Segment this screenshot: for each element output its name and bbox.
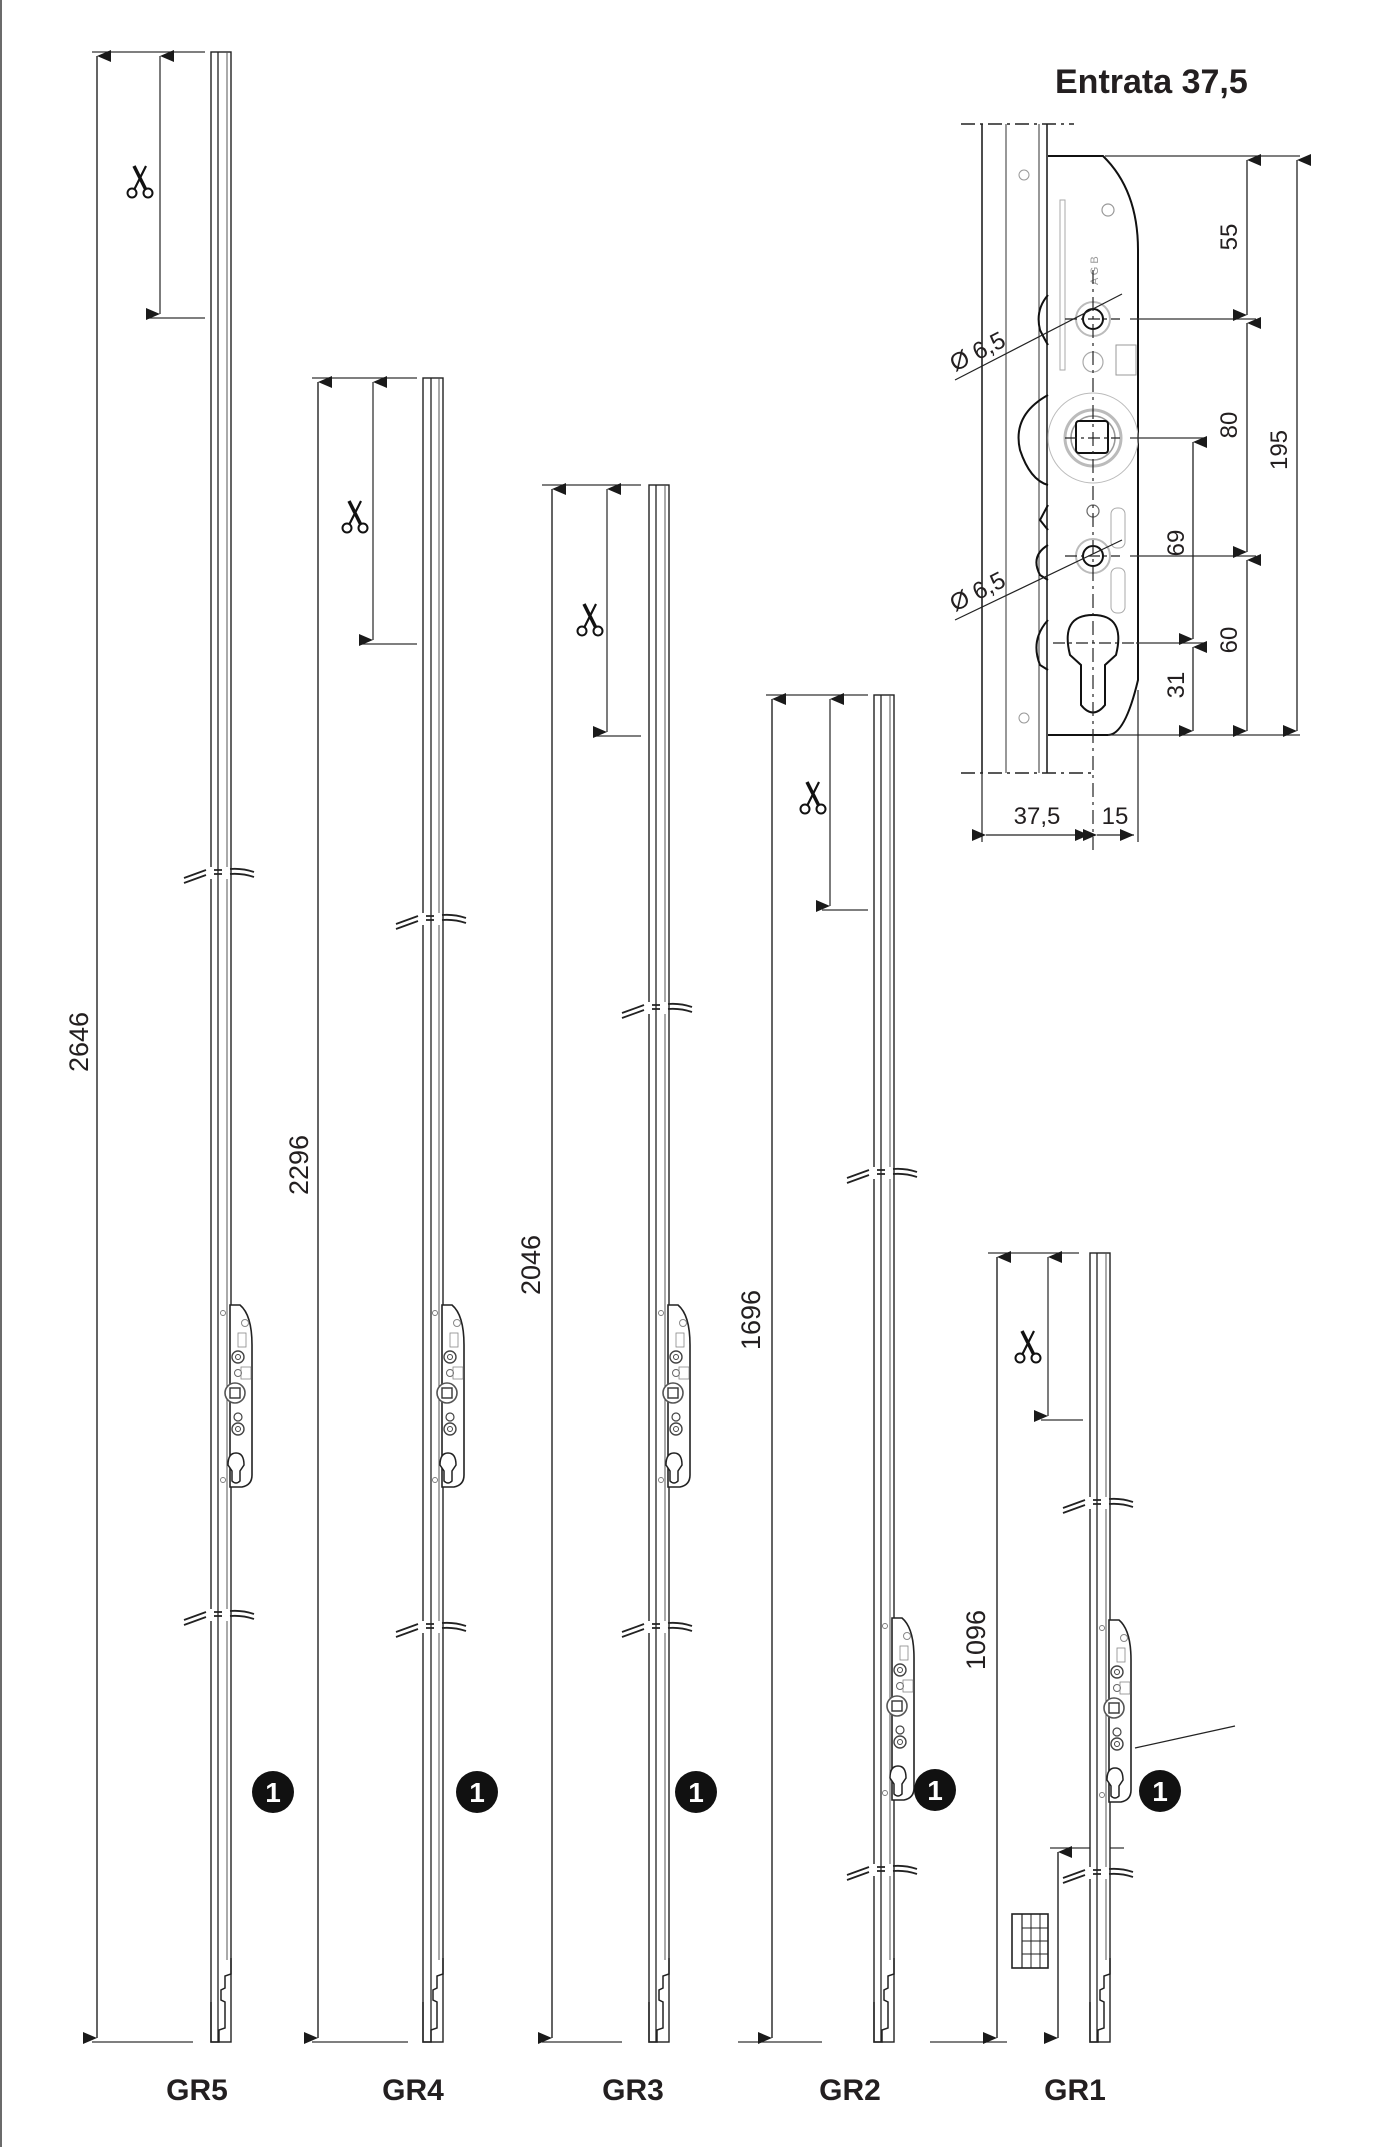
badge-number: 1 [469,1777,485,1808]
scissors-icon [798,780,828,816]
badge-number: 1 [1152,1776,1168,1807]
number-badge [1139,1770,1181,1812]
rod-gr4: 2296 1 GR4 [284,376,498,2107]
dim-60: 60 [1216,627,1243,654]
leader-line [1134,1725,1236,1749]
rod-length: 2296 [284,1135,314,1195]
number-badge [252,1771,294,1813]
svg-text:A G B: A G B [1089,256,1101,285]
rod-label: GR3 [602,2074,664,2107]
rod-gr2: 1696 1 GR2 [736,693,956,2107]
scissors-icon [1013,1329,1043,1365]
grid-keeper-icon [1011,1913,1049,1969]
dim-37-5: 37,5 [1014,803,1061,830]
rod-length: 1096 [961,1610,991,1670]
number-badge [456,1771,498,1813]
rod-length: 2646 [64,1012,94,1072]
rod-gr3: 2046 1 GR3 [516,483,717,2107]
dim-80: 80 [1216,412,1243,439]
rod-label: GR5 [166,2074,228,2107]
number-badge [914,1769,956,1811]
dim-31: 31 [1163,672,1190,699]
rod-label: GR2 [819,2074,881,2107]
detail-title: Entrata 37,5 [1055,63,1248,101]
number-badge [675,1771,717,1813]
rod-gr5: 2646 1 GR5 [64,50,294,2107]
scissors-icon [575,602,605,638]
rod-label: GR4 [382,2074,444,2107]
badge-number: 1 [927,1775,943,1806]
scissors-icon [340,499,370,535]
dim-55: 55 [1216,224,1243,251]
rod-label: GR1 [1044,2074,1106,2107]
dim-hole-top: Ø 6,5 [945,327,1010,378]
rod-gr1: 1096 1 GR1 [930,1251,1236,2107]
rod-length: 1696 [736,1290,766,1350]
dim-195: 195 [1266,430,1293,470]
dim-15: 15 [1102,803,1129,830]
rod-length: 2046 [516,1235,546,1295]
lock-detail-drawing: Entrata 37,5 A G B [945,63,1311,850]
page-left-border [0,0,2,2147]
badge-number: 1 [265,1777,281,1808]
badge-number: 1 [688,1777,704,1808]
dim-69: 69 [1163,530,1190,557]
scissors-icon [125,164,155,200]
